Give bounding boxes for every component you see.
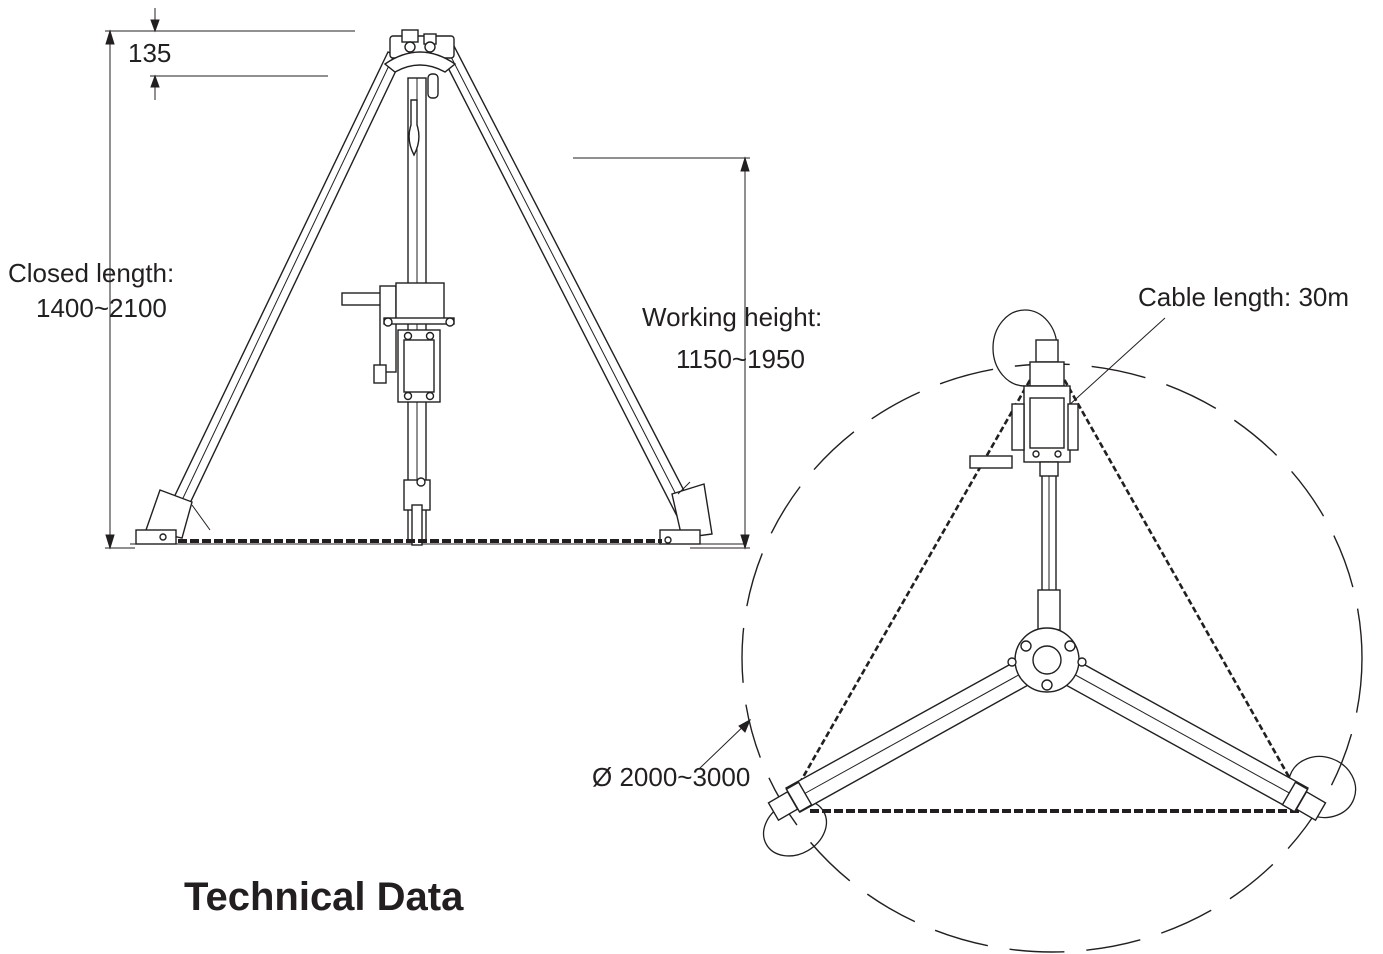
diameter-leader-arrow (738, 718, 752, 733)
top-view-winch (969, 339, 1079, 477)
right-leg (439, 45, 713, 545)
closed-length-dimension (105, 29, 355, 550)
closed-length-label: Closed length: (8, 258, 174, 288)
diameter-label: Ø 2000~3000 (592, 762, 750, 792)
working-height-dimension (573, 156, 750, 550)
chain-top-right (1058, 371, 1304, 801)
winch (341, 282, 455, 403)
working-height-value: 1150~1950 (676, 344, 805, 374)
top-view-hub (1007, 627, 1087, 693)
page-title: Technical Data (184, 875, 464, 919)
closed-length-value: 1400~2100 (36, 293, 167, 323)
left-leg (135, 51, 403, 545)
tripod-side-view (105, 8, 750, 550)
tripod-head (383, 29, 457, 99)
cable-length-label: Cable length: 30m (1138, 282, 1349, 312)
top-offset-label: 135 (128, 38, 171, 68)
right-arm (1063, 659, 1327, 822)
left-arm (767, 659, 1031, 822)
top-offset-dimension (150, 8, 328, 100)
top-view-mast (1037, 469, 1061, 631)
working-height-label: Working height: (642, 302, 822, 332)
tripod-top-view (699, 309, 1363, 953)
